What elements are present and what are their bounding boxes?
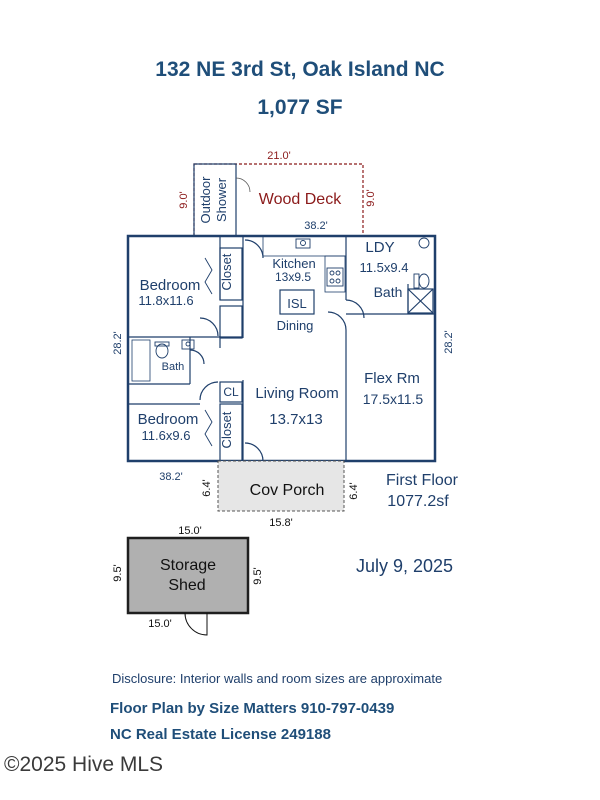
house-height-left: 28.2' — [112, 331, 124, 355]
license-text: NC Real Estate License 249188 — [110, 726, 331, 743]
porch-left-dim: 6.4' — [201, 479, 213, 496]
closet1-label: Closet — [219, 253, 234, 290]
room-labels: Bedroom 11.8x11.6 Closet Kitchen 13x9.5 … — [138, 239, 424, 448]
shower-label-2: Shower — [214, 177, 229, 222]
deck-label: Wood Deck — [259, 191, 342, 208]
covered-porch: Cov Porch 15.8' 6.4' 6.4' — [201, 460, 360, 529]
deck-right-dim: 9.0' — [365, 189, 377, 206]
deck-left-dim: 9.0' — [178, 191, 190, 208]
wood-deck: Wood Deck 21.0' 9.0' 9.0' — [178, 150, 377, 237]
flex-name: Flex Rm — [364, 370, 420, 387]
bath-right-label: Bath — [374, 284, 403, 300]
shed-bottom-dim: 15.0' — [148, 618, 172, 630]
property-area: 1,077 SF — [257, 96, 343, 119]
floor-area: 1077.2sf — [387, 493, 449, 510]
bath-left-label: Bath — [162, 361, 185, 373]
storage-shed: Storage Shed 15.0' 15.0' 9.5' 9.5' — [112, 525, 264, 636]
floor-summary: First Floor 1077.2sf — [386, 472, 459, 510]
flex-size: 17.5x11.5 — [363, 391, 424, 407]
disclosure-text: Disclosure: Interior walls and room size… — [112, 671, 443, 686]
dining-label: Dining — [277, 318, 314, 333]
interior-walls — [128, 235, 435, 462]
outdoor-shower: Outdoor Shower — [193, 163, 251, 237]
shed-left-dim: 9.5' — [112, 564, 124, 581]
isl-label: ISL — [287, 296, 307, 311]
bedroom1-size: 11.8x11.6 — [138, 293, 193, 308]
bedroom1-name: Bedroom — [140, 277, 201, 294]
porch-width-dim: 15.8' — [269, 517, 293, 529]
house-height-right: 28.2' — [443, 330, 455, 354]
floor-name: First Floor — [386, 472, 459, 489]
shed-label-2: Shed — [168, 577, 205, 594]
bedroom2-size: 11.6x9.6 — [142, 428, 191, 443]
house-width-bottom: 38.2' — [159, 471, 183, 483]
property-address: 132 NE 3rd St, Oak Island NC — [155, 58, 445, 81]
closet2-label: Closet — [219, 411, 234, 448]
deck-width-dim: 21.0' — [267, 150, 291, 162]
ldy-name: LDY — [365, 239, 394, 256]
plan-date: July 9, 2025 — [356, 556, 454, 576]
shed-top-dim: 15.0' — [178, 525, 202, 537]
porch-right-dim: 6.4' — [348, 482, 360, 499]
house-width-top: 38.2' — [304, 220, 328, 232]
living-size: 13.7x13 — [269, 411, 322, 428]
fixtures — [154, 237, 430, 359]
watermark: ©2025 Hive MLS — [4, 753, 164, 776]
kitchen-size: 13x9.5 — [275, 270, 311, 284]
shower-label-1: Outdoor — [198, 176, 213, 224]
kitchen-name: Kitchen — [272, 256, 315, 271]
living-name: Living Room — [255, 385, 338, 402]
porch-label: Cov Porch — [250, 482, 325, 499]
cl-label: CL — [223, 385, 239, 399]
shed-right-dim: 9.5' — [252, 567, 264, 584]
bedroom2-name: Bedroom — [138, 411, 199, 428]
ldy-size: 11.5x9.4 — [360, 260, 409, 275]
credit-text: Floor Plan by Size Matters 910-797-0439 — [110, 700, 395, 717]
shed-label-1: Storage — [160, 557, 216, 574]
